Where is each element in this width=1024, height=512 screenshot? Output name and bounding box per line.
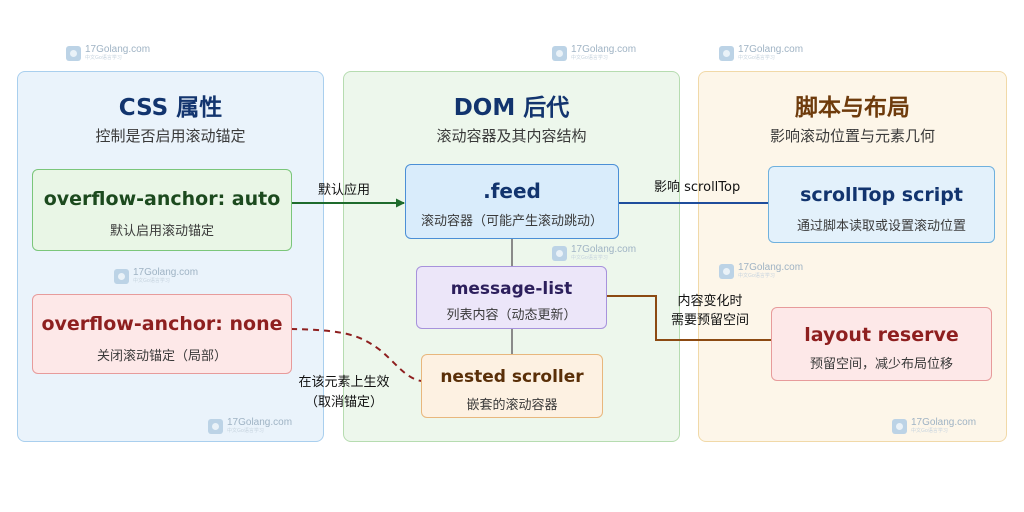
node-scrolltop-script-title: scrollTop script (800, 184, 963, 206)
dom-panel-subtitle: 滚动容器及其内容结构 (436, 127, 587, 145)
watermark-logo-icon (719, 45, 734, 61)
css-panel: CSS 属性 控制是否启用滚动锚定 (17, 71, 324, 442)
edge-label-effective-line1: 在该元素上生效 (298, 375, 390, 390)
node-overflow-anchor-auto-title: overflow-anchor: auto (43, 188, 281, 210)
node-scrolltop-script: scrollTop script 通过脚本读取或设置滚动位置 (768, 166, 995, 243)
edge-label-default-apply: 默认应用 (318, 183, 371, 198)
edge-label-content-change: 内容变化时 需要预留空间 (671, 292, 749, 330)
css-panel-title: CSS 属性 (118, 95, 223, 121)
node-message-list-subtitle: 列表内容（动态更新） (446, 308, 577, 323)
watermark-logo-icon (552, 245, 567, 261)
node-nested-scroller: nested scroller 嵌套的滚动容器 (421, 354, 603, 418)
edge-label-content-change-line1: 内容变化时 (677, 294, 743, 309)
node-nested-scroller-subtitle: 嵌套的滚动容器 (466, 398, 558, 413)
watermark-logo-icon (552, 45, 567, 61)
edge-label-affects-scrolltop: 影响 scrollTop (654, 180, 741, 195)
node-overflow-anchor-none-subtitle: 关闭滚动锚定（局部） (96, 349, 227, 364)
script-panel-title: 脚本与布局 (795, 95, 910, 121)
edge-label-effective: 在该元素上生效 （取消锚定） (294, 373, 394, 413)
node-nested-scroller-title: nested scroller (440, 367, 584, 387)
edge-message-list-to-layout (607, 295, 771, 341)
node-message-list-title: message-list (450, 279, 573, 299)
node-feed-title: .feed (483, 179, 541, 203)
css-panel-subtitle: 控制是否启用滚动锚定 (95, 127, 246, 145)
node-message-list: message-list 列表内容（动态更新） (416, 266, 607, 329)
edge-none-to-nested (290, 328, 422, 382)
watermark-logo-icon (208, 418, 223, 434)
node-feed: .feed 滚动容器（可能产生滚动跳动） (405, 164, 619, 239)
node-overflow-anchor-none-title: overflow-anchor: none (41, 313, 283, 335)
node-overflow-anchor-none: overflow-anchor: none 关闭滚动锚定（局部） (32, 294, 292, 374)
node-scrolltop-script-subtitle: 通过脚本读取或设置滚动位置 (796, 219, 966, 234)
node-layout-reserve-title: layout reserve (804, 324, 959, 346)
node-overflow-anchor-auto-subtitle: 默认启用滚动锚定 (109, 224, 214, 239)
watermark-logo-icon (66, 45, 81, 61)
watermark-logo-icon (892, 418, 907, 434)
watermark-logo-icon (719, 263, 734, 279)
node-feed-subtitle: 滚动容器（可能产生滚动跳动） (420, 214, 603, 229)
edge-label-content-change-line2: 需要预留空间 (671, 313, 750, 328)
node-layout-reserve: layout reserve 预留空间，减少布局位移 (771, 307, 992, 381)
node-layout-reserve-subtitle: 预留空间，减少布局位移 (809, 357, 953, 372)
watermark-logo-icon (114, 268, 129, 284)
node-overflow-anchor-auto: overflow-anchor: auto 默认启用滚动锚定 (32, 169, 292, 251)
script-panel-subtitle: 影响滚动位置与元素几何 (769, 127, 935, 145)
edge-label-effective-line2: （取消锚定） (304, 395, 383, 410)
dom-panel-title: DOM 后代 (453, 95, 570, 121)
